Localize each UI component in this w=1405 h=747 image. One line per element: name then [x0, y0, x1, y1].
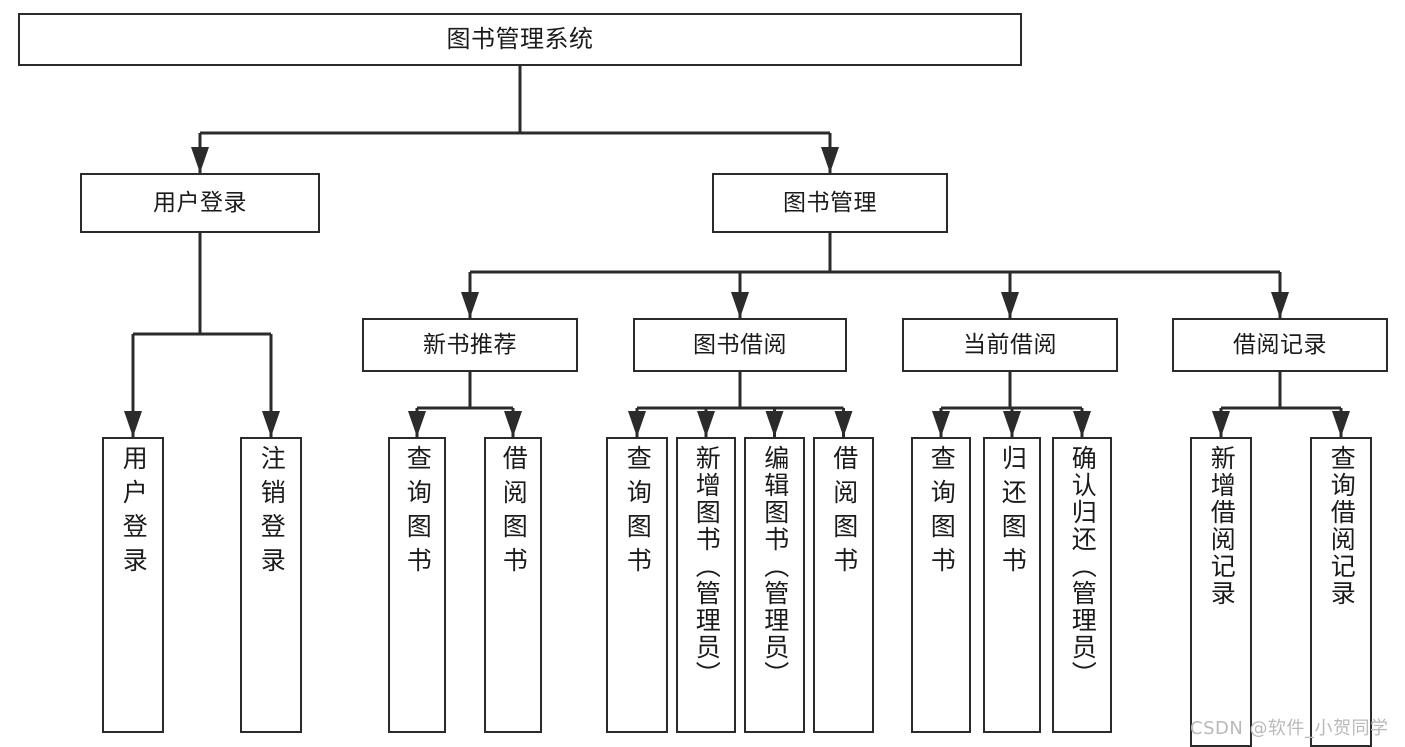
node-label-new-book-rec: 新书推荐	[423, 331, 517, 358]
arrowhead-leaf-borrow-book-1	[504, 411, 522, 437]
node-label-leaf-query-book-1: 查询图书	[403, 445, 433, 581]
node-label-user-login: 用户登录	[153, 189, 247, 216]
node-leaf-confirm-return[interactable]: 确认归还（管理员）	[1052, 437, 1112, 733]
arrowhead-leaf-add-book	[697, 411, 715, 437]
arrowhead-current-borrow	[1001, 292, 1019, 318]
arrowhead-leaf-add-record	[1212, 411, 1230, 437]
node-label-leaf-query-book-3: 查询图书	[927, 445, 957, 581]
node-label-leaf-borrow-book-2: 借阅图书	[829, 445, 859, 581]
node-label-leaf-query-book-2: 查询图书	[623, 445, 653, 581]
node-leaf-add-record[interactable]: 新增借阅记录	[1190, 437, 1252, 747]
node-leaf-borrow-book-1[interactable]: 借阅图书	[484, 437, 542, 733]
node-root[interactable]: 图书管理系统	[18, 13, 1022, 66]
arrowhead-new-book-rec	[461, 292, 479, 318]
node-label-current-borrow: 当前借阅	[963, 331, 1057, 358]
node-label-book-borrow: 图书借阅	[693, 331, 787, 358]
node-borrow-record[interactable]: 借阅记录	[1172, 318, 1388, 372]
node-label-leaf-edit-book: 编辑图书（管理员）	[760, 445, 790, 688]
node-leaf-user-login[interactable]: 用户登录	[102, 437, 164, 733]
node-label-leaf-user-login: 用户登录	[119, 445, 149, 581]
arrowhead-borrow-record	[1271, 292, 1289, 318]
arrowhead-book-manage	[821, 147, 839, 173]
arrowhead-leaf-query-book-1	[408, 411, 426, 437]
node-label-leaf-borrow-book-1: 借阅图书	[499, 445, 529, 581]
node-book-borrow[interactable]: 图书借阅	[633, 318, 847, 372]
arrowhead-leaf-confirm-return	[1073, 411, 1091, 437]
node-user-login[interactable]: 用户登录	[80, 173, 320, 233]
arrowhead-leaf-borrow-book-2	[834, 411, 853, 437]
node-label-leaf-confirm-return: 确认归还（管理员）	[1068, 445, 1098, 688]
node-label-leaf-return-book: 归还图书	[998, 445, 1028, 581]
node-leaf-edit-book[interactable]: 编辑图书（管理员）	[744, 437, 805, 733]
arrowhead-book-borrow	[731, 292, 749, 318]
node-label-borrow-record: 借阅记录	[1233, 331, 1327, 358]
node-leaf-query-record[interactable]: 查询借阅记录	[1310, 437, 1372, 747]
node-label-leaf-query-record: 查询借阅记录	[1327, 445, 1357, 607]
arrowhead-leaf-query-book-2	[628, 411, 646, 437]
node-leaf-logout[interactable]: 注销登录	[240, 437, 302, 733]
node-leaf-add-book[interactable]: 新增图书（管理员）	[676, 437, 736, 733]
arrowhead-leaf-logout	[262, 411, 280, 437]
node-leaf-borrow-book-2[interactable]: 借阅图书	[813, 437, 874, 733]
node-book-manage[interactable]: 图书管理	[712, 173, 948, 233]
node-label-root: 图书管理系统	[446, 24, 594, 53]
node-current-borrow[interactable]: 当前借阅	[902, 318, 1118, 372]
node-leaf-return-book[interactable]: 归还图书	[983, 437, 1041, 733]
node-leaf-query-book-1[interactable]: 查询图书	[388, 437, 446, 733]
node-label-leaf-add-book: 新增图书（管理员）	[692, 445, 722, 688]
node-leaf-query-book-3[interactable]: 查询图书	[911, 437, 971, 733]
node-new-book-rec[interactable]: 新书推荐	[362, 318, 578, 372]
arrowhead-user-login	[191, 147, 209, 173]
arrowhead-leaf-edit-book	[765, 411, 784, 437]
node-label-leaf-logout: 注销登录	[257, 445, 287, 581]
arrowhead-leaf-query-book-3	[932, 411, 950, 437]
node-leaf-query-book-2[interactable]: 查询图书	[606, 437, 668, 733]
watermark-label: CSDN @软件_小贺同学	[1190, 718, 1389, 739]
node-label-book-manage: 图书管理	[783, 189, 877, 216]
node-label-leaf-add-record: 新增借阅记录	[1207, 445, 1237, 607]
arrowhead-leaf-return-book	[1003, 411, 1021, 437]
arrowhead-leaf-user-login	[124, 411, 142, 437]
arrowhead-leaf-query-record	[1332, 411, 1350, 437]
